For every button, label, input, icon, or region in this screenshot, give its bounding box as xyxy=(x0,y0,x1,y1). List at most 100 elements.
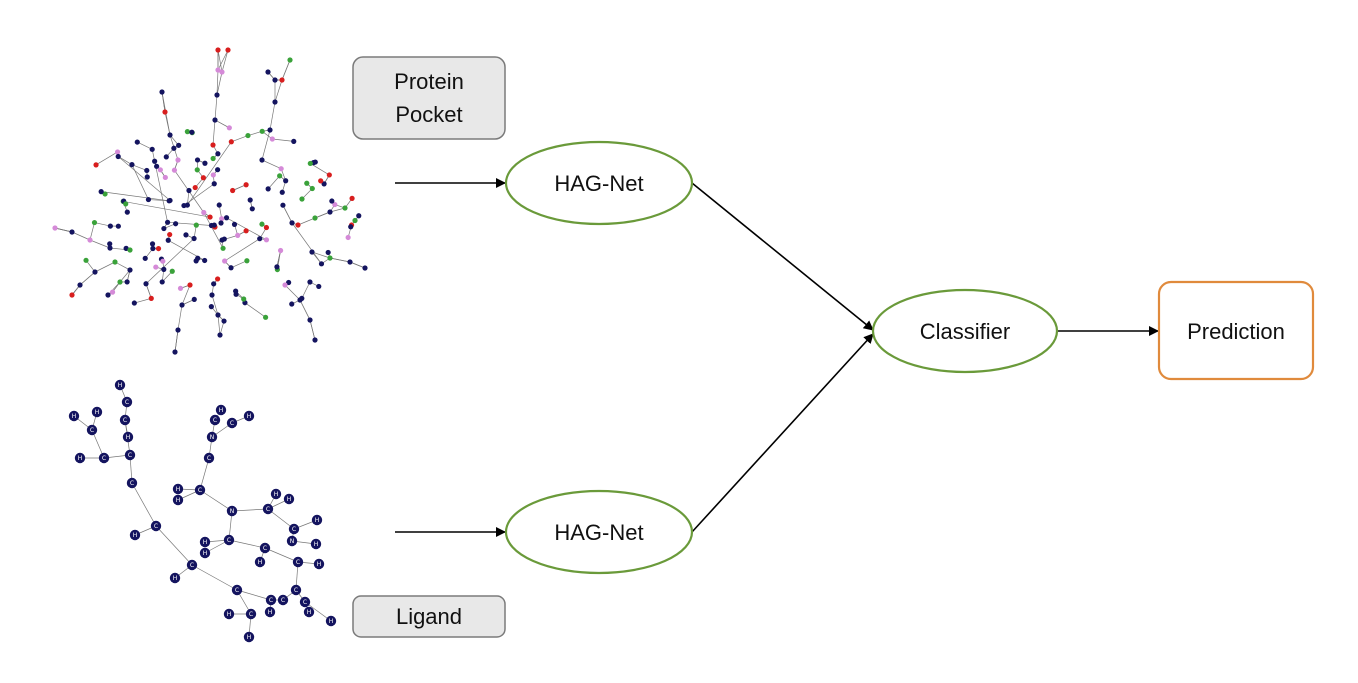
ligand-atom: C xyxy=(150,520,162,532)
prediction-node: Prediction xyxy=(1157,280,1315,381)
protein-bond xyxy=(137,141,153,150)
protein-bond xyxy=(177,304,183,331)
ligand-atom: C xyxy=(226,417,238,429)
protein-atom xyxy=(144,167,150,174)
protein-atom xyxy=(112,259,118,265)
protein-atom xyxy=(161,225,167,232)
protein-atom xyxy=(209,292,215,298)
ligand-atom: H xyxy=(254,556,266,568)
protein-atom xyxy=(127,267,133,273)
protein-atom xyxy=(187,282,193,288)
protein-atom xyxy=(245,132,251,139)
ligand-atom: C xyxy=(121,396,133,408)
svg-text:C: C xyxy=(102,455,106,462)
protein-bond xyxy=(212,119,216,146)
protein-atom xyxy=(183,232,189,238)
ligand-atom: C xyxy=(203,452,215,464)
ligand-atom: H xyxy=(68,410,80,422)
protein-atom xyxy=(219,216,225,222)
protein-atom xyxy=(202,160,208,166)
svg-text:H: H xyxy=(78,455,83,462)
svg-text:H: H xyxy=(329,618,334,625)
protein-atom xyxy=(212,117,218,123)
protein-atom xyxy=(267,127,273,133)
protein-atom xyxy=(159,279,165,285)
protein-atom xyxy=(312,337,318,343)
ligand-atom: H xyxy=(311,514,323,526)
protein-bond xyxy=(310,163,330,176)
protein-atom xyxy=(210,155,216,162)
protein-atom xyxy=(191,235,197,242)
ligand-atom: C xyxy=(231,584,243,596)
protein-atom xyxy=(149,146,155,152)
protein-atom xyxy=(265,186,271,192)
protein-atom xyxy=(332,201,338,208)
protein-atom xyxy=(173,221,179,227)
protein-bond xyxy=(95,151,118,166)
protein-bond xyxy=(211,294,219,316)
protein-atom xyxy=(356,213,362,219)
svg-text:C: C xyxy=(128,452,132,459)
protein-atom xyxy=(312,159,318,165)
svg-text:H: H xyxy=(72,413,77,420)
protein-atom xyxy=(243,228,249,234)
protein-atom xyxy=(163,154,169,160)
arrow-encoder-top-to-classifier xyxy=(691,182,874,331)
protein-atom xyxy=(321,181,327,187)
protein-atom xyxy=(194,167,200,173)
protein-atom xyxy=(215,47,221,53)
protein-atom xyxy=(342,205,348,211)
protein-atom xyxy=(69,292,75,298)
protein-atom xyxy=(263,237,270,243)
svg-text:C: C xyxy=(281,597,285,604)
classifier-label: Classifier xyxy=(920,319,1010,344)
protein-bond xyxy=(267,175,280,190)
protein-atom xyxy=(144,174,150,180)
protein-atom xyxy=(230,187,236,194)
protein-bond xyxy=(123,201,211,218)
ligand-bond xyxy=(304,601,332,622)
svg-text:H: H xyxy=(247,634,252,641)
protein-atom xyxy=(283,178,289,184)
ligand-atom: H xyxy=(223,608,235,620)
protein-atom xyxy=(152,158,158,164)
svg-text:C: C xyxy=(269,597,273,604)
ligand-bond xyxy=(131,482,157,527)
ligand-atom: H xyxy=(199,536,211,548)
ligand-atom: H xyxy=(313,558,325,570)
protein-atom xyxy=(149,241,156,247)
protein-atom xyxy=(52,225,58,231)
svg-text:C: C xyxy=(90,427,94,434)
protein-atom xyxy=(215,67,221,73)
protein-atom xyxy=(77,282,83,288)
protein-atom xyxy=(171,167,178,173)
protein-atom xyxy=(87,237,93,243)
ligand-atom: C xyxy=(186,559,198,571)
protein-bond xyxy=(299,299,311,321)
protein-atom xyxy=(233,291,239,297)
protein-atom xyxy=(148,295,154,301)
protein-atom xyxy=(145,196,152,203)
protein-atom xyxy=(98,189,104,195)
protein-atom xyxy=(259,221,265,227)
ligand-bond xyxy=(236,589,272,601)
protein-atom xyxy=(109,289,116,295)
svg-text:H: H xyxy=(203,550,208,557)
hag-net-top-node: HAG-Net xyxy=(504,140,694,226)
protein-atom xyxy=(93,162,99,168)
ligand-atom: C xyxy=(277,594,289,606)
protein-atom xyxy=(215,151,221,157)
ligand-atom: C xyxy=(209,414,221,426)
protein-atom xyxy=(175,327,181,333)
protein-atom xyxy=(352,217,358,224)
hag-net-bottom-node: HAG-Net xyxy=(504,489,694,575)
protein-atom xyxy=(247,197,253,203)
hag-net-top-label: HAG-Net xyxy=(554,171,643,196)
protein-atom xyxy=(92,269,98,275)
ligand-atom: C xyxy=(86,424,98,436)
protein-atom xyxy=(153,264,159,270)
protein-atom xyxy=(222,258,228,264)
protein-atom xyxy=(164,219,171,225)
protein-atom xyxy=(107,241,113,247)
protein-atom xyxy=(277,173,283,179)
